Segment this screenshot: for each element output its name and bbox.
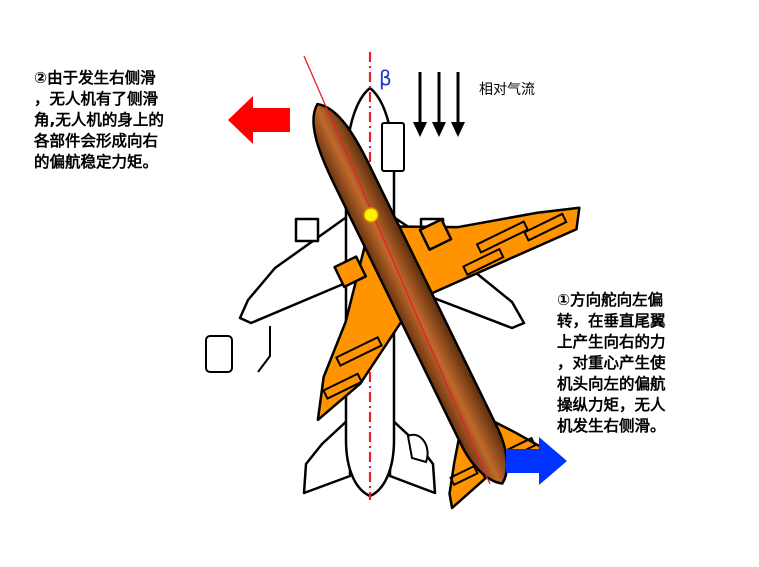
airflow-arrow [413, 72, 427, 137]
reference-wing-strut [257, 326, 271, 373]
airflow-arrows [413, 72, 465, 137]
yawed-fuselage [312, 102, 509, 485]
left-yaw-moment-arrow [228, 96, 290, 144]
center-of-gravity-marker [363, 207, 379, 223]
reference-left-wing [238, 214, 350, 325]
reference-wing-pod [205, 335, 233, 373]
yawed-flap-panels [322, 212, 568, 487]
airflow-arrow [451, 72, 465, 137]
right-side-force-arrow [506, 437, 567, 485]
flap-panel [322, 372, 363, 400]
yawed-axis-line [303, 55, 491, 485]
airflow-arrow [432, 72, 446, 137]
relative-airflow-label: 相对气流 [479, 82, 535, 98]
flap-panel [335, 335, 383, 367]
reference-nose-panel [381, 122, 405, 172]
rudder-control-note: ①方向舵向左偏 转，在垂直尾翼 上产生向右的力 ，对重心产生使 机头向左的偏航 … [557, 291, 666, 435]
yawed-left-engine [333, 255, 368, 289]
flap-panel [523, 212, 568, 242]
sideslip-stability-note: ②由于发生右侧滑 ，无人机有了侧滑 角,无人机的身上的 各部件会形成向右 的偏航… [34, 69, 164, 171]
flap-panel [449, 464, 479, 487]
reference-left-stabilizer [302, 416, 352, 495]
flap-panel [475, 220, 530, 254]
reference-right-tail-fillet [406, 433, 429, 464]
sideslip-angle-label: β [379, 66, 392, 90]
flap-panel [462, 247, 505, 277]
yawed-right-engine [418, 218, 453, 251]
reference-left-engine [294, 217, 320, 243]
